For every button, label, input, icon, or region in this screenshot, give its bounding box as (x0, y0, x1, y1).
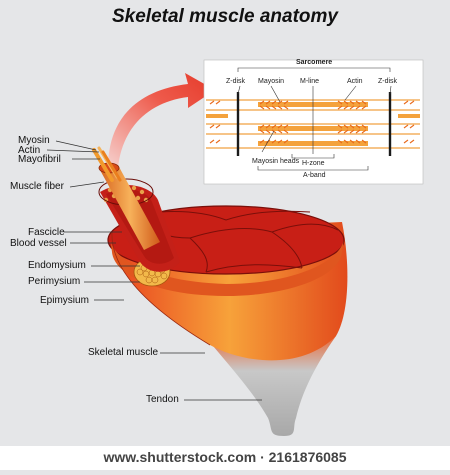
perimysium-label: Perimysium (28, 276, 81, 287)
page-title: Skeletal muscle anatomy (112, 6, 338, 27)
muscle-fiber-label: Muscle fiber (10, 181, 64, 192)
watermark-text: www.shutterstock.com · 2161876085 (103, 449, 347, 465)
sarcomere-title: Sarcomere (296, 59, 333, 66)
sarcomere-myosin-label: Mayosin (258, 78, 285, 85)
tendon-shape (208, 336, 336, 436)
epimysium-label: Epimysium (40, 295, 89, 306)
blood-vessel-label: Blood vessel (10, 238, 67, 249)
myofibril-label: Mayofibril (18, 154, 61, 165)
myosin-label: Myosin (18, 135, 50, 146)
myosin-heads-label: Mayosin heads (252, 158, 300, 165)
endomysium-label: Endomysium (28, 260, 86, 271)
fascicle-label: Fascicle (28, 227, 65, 238)
z-disk-left-label: Z-disk (226, 78, 246, 85)
skeletal-muscle-belly (107, 205, 348, 361)
sarcomere-filaments (206, 92, 420, 156)
sarcomere-actin-label: Actin (347, 78, 363, 85)
m-line-label: M-line (300, 78, 320, 85)
sarcomere-diagram (203, 59, 424, 185)
skeletal-muscle-label: Skeletal muscle (88, 347, 159, 358)
a-band-label: A-band (303, 172, 326, 179)
myofibril-strands (92, 146, 122, 182)
z-disk-right-label: Z-disk (378, 78, 398, 85)
zoom-arrow (108, 73, 215, 168)
h-zone-label: H-zone (302, 160, 325, 167)
actin-label: Actin (18, 145, 41, 156)
tendon-label: Tendon (146, 394, 179, 405)
watermark-footer: www.shutterstock.com · 2161876085 (0, 446, 450, 470)
label-leaders (46, 140, 262, 401)
